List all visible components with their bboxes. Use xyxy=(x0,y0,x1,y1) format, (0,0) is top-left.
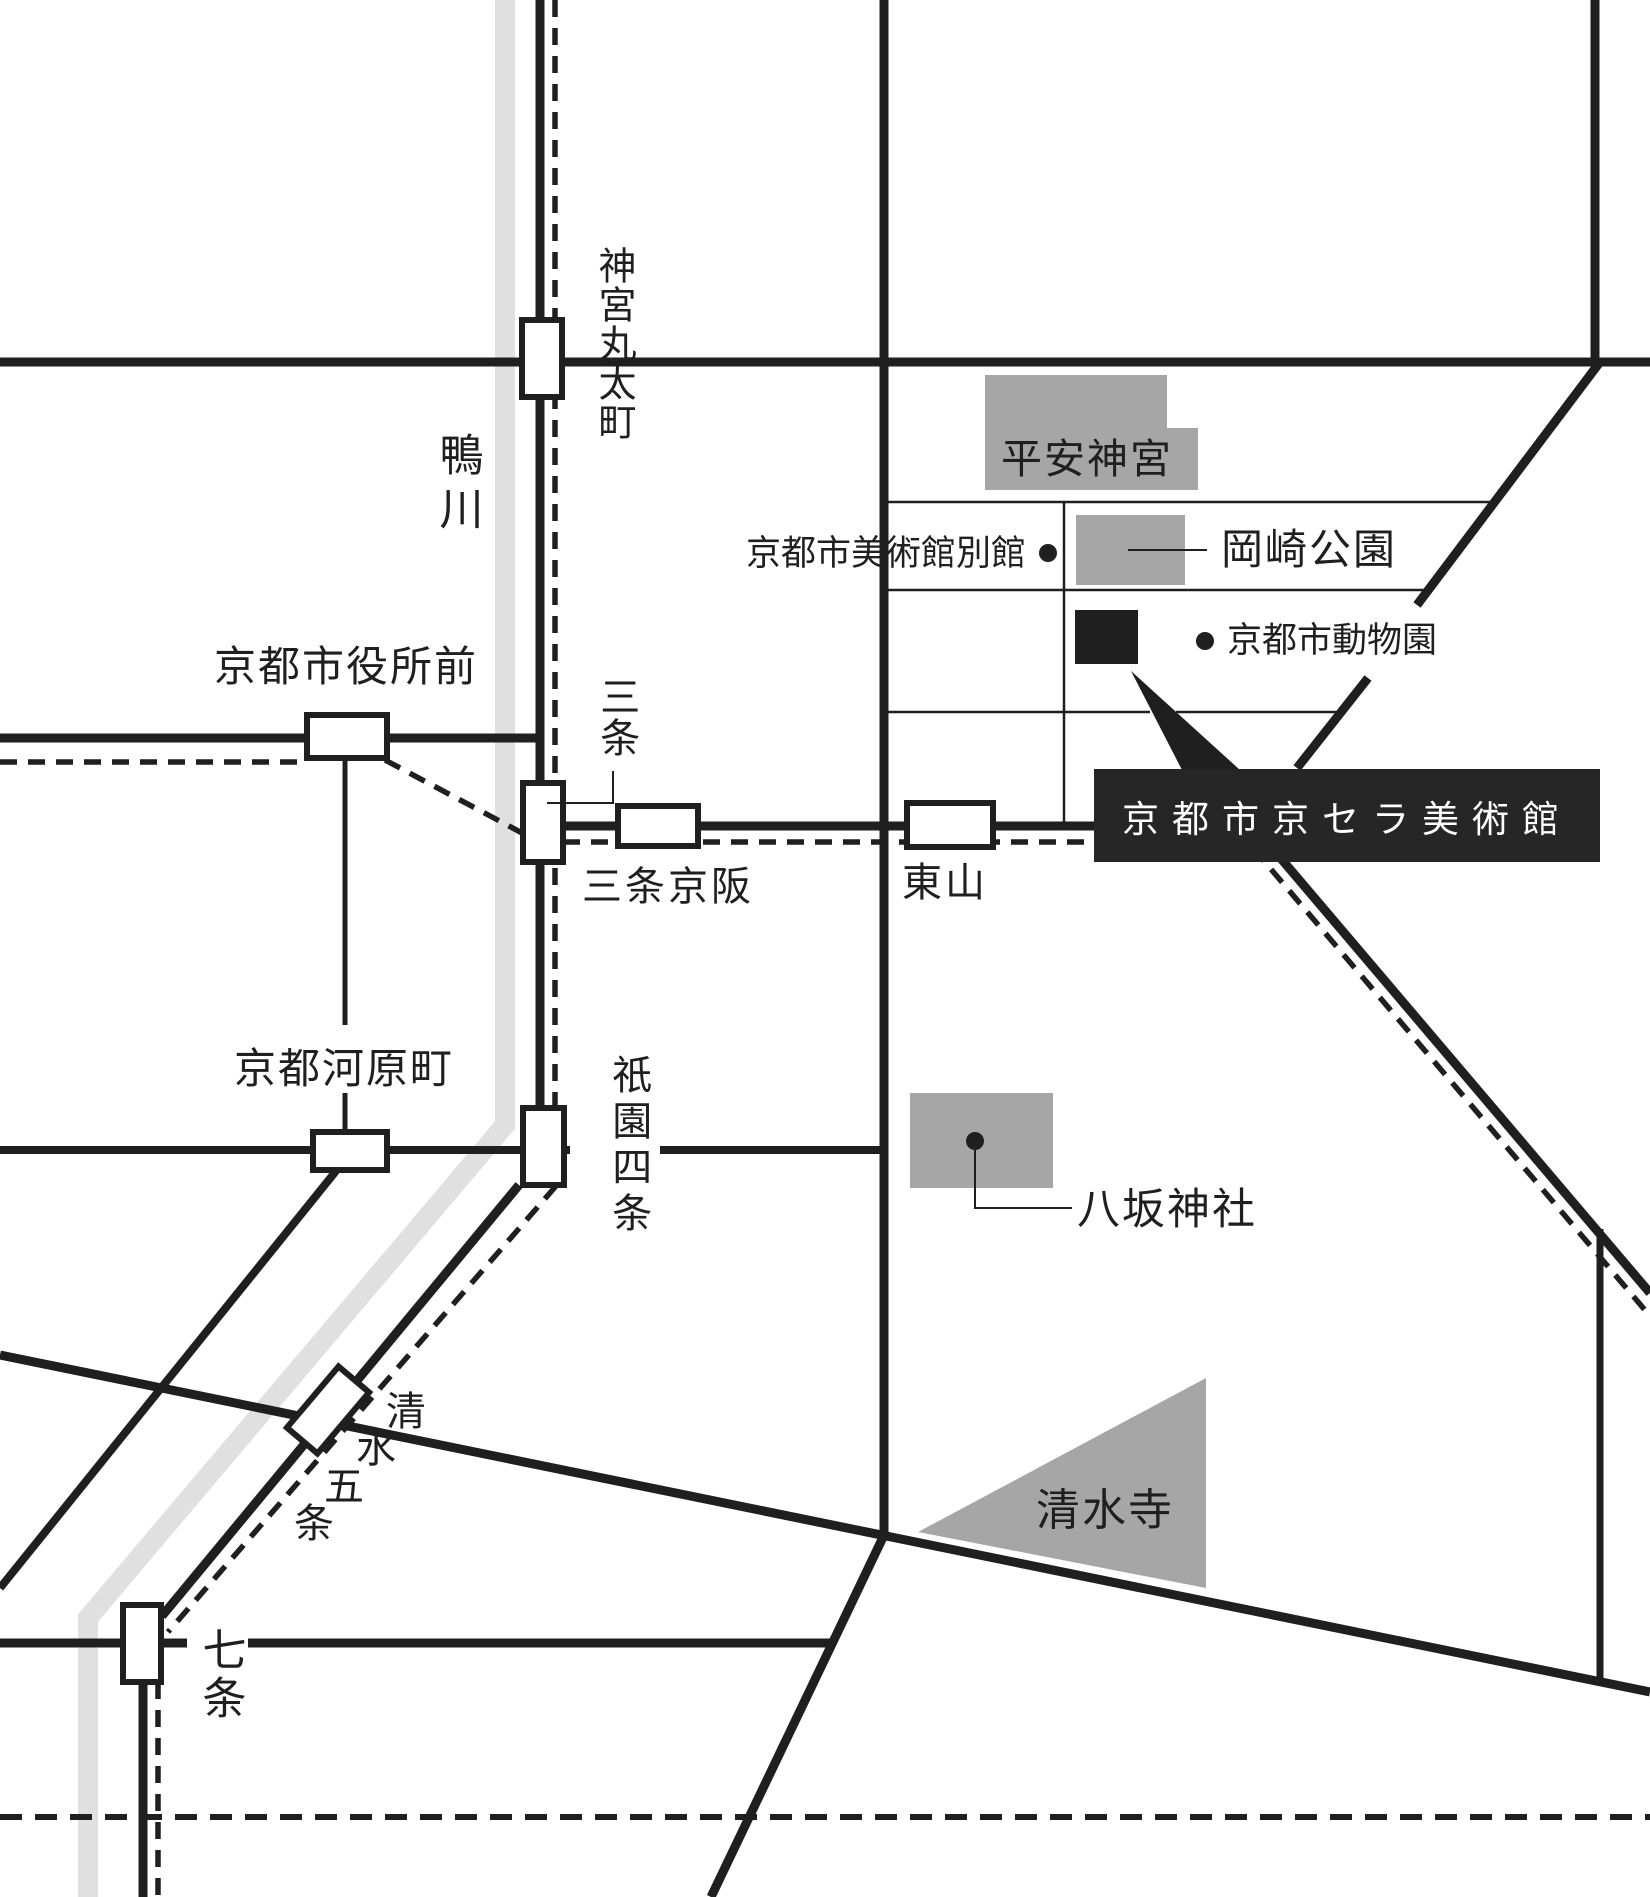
station-label-kiyomizu-gojo-char4: 条 xyxy=(294,1501,334,1547)
station-label-kiyomizu-gojo-char1: 清 xyxy=(386,1389,426,1435)
station-label-kiyomizu-gojo-char2: 水 xyxy=(356,1426,396,1472)
kiyomizu-dera-area xyxy=(918,1378,1206,1588)
sanjo-label-connector xyxy=(547,771,614,804)
kamo-river-label: 鴨川 xyxy=(431,432,483,540)
station-label-kyoto-shiyakusho-mae: 京都市役所前 xyxy=(214,642,479,691)
heian-jingu-area xyxy=(985,375,1167,490)
station-label-kiyomizu-gojo-char3: 五 xyxy=(324,1464,364,1510)
station-label-shichijo: 七条 xyxy=(194,1627,246,1723)
road-diagonal-northeast-lower xyxy=(1293,675,1372,771)
yasaka-label-connector xyxy=(974,1150,1072,1209)
heian-jingu-label: 平安神宮 xyxy=(1001,435,1173,483)
station-label-sanjo: 三条 xyxy=(593,676,640,758)
road-sanjo-dori-diagonal xyxy=(1251,825,1650,1296)
road-diagonal-southwest xyxy=(706,1529,891,1897)
road-gojo-dori xyxy=(0,1350,1650,1697)
road-diagonal-northeast-upper xyxy=(1413,359,1604,608)
kamo-river-band xyxy=(78,0,515,1897)
yasaka-shrine-label: 八坂神社 xyxy=(1077,1185,1257,1235)
heian-jingu-area-ext xyxy=(1167,428,1198,490)
okazaki-park-label: 岡崎公園 xyxy=(1221,525,1398,574)
station-label-higashiyama: 東山 xyxy=(902,860,988,906)
callout-pointer xyxy=(1131,671,1240,770)
station-label-kyoto-kawaramachi: 京都河原町 xyxy=(234,1044,455,1093)
road-kawaramachi-diagonal xyxy=(0,1168,340,1591)
station-higashiyama xyxy=(904,800,996,850)
kyocera-museum-callout: 京都市京セラ美術館 xyxy=(1094,769,1600,862)
rail-tozai-southeast xyxy=(1250,846,1650,1318)
kyoto-zoo-label: 京都市動物園 xyxy=(1227,621,1438,661)
station-label-gion-shijo: 祇園四条 xyxy=(605,1054,652,1238)
annex-dot xyxy=(1039,544,1057,562)
station-sanjo-keihan xyxy=(615,803,701,849)
yasaka-dot xyxy=(966,1132,984,1150)
station-kyoto-kawaramachi xyxy=(310,1129,390,1173)
kyocera-museum-callout-label: 京都市京セラ美術館 xyxy=(1122,797,1572,841)
art-museum-annex-label: 京都市美術館別館 xyxy=(746,534,1027,574)
station-label-jingu-marutamachi: 神宮丸太町 xyxy=(592,246,637,441)
rail-keihan-diagonal xyxy=(165,1184,559,1634)
station-jingu-marutamachi xyxy=(519,317,565,400)
station-gion-shijo xyxy=(520,1105,567,1188)
kyocera-museum-marker xyxy=(1075,610,1138,664)
kiyomizu-dera-label: 清水寺 xyxy=(1036,1485,1174,1536)
station-kiyomizu-gojo xyxy=(282,1362,374,1458)
station-sanjo xyxy=(520,780,566,865)
station-kyoto-shiyakusho-mae xyxy=(304,712,390,761)
station-label-sanjo-keihan: 三条京阪 xyxy=(582,864,754,910)
zoo-dot xyxy=(1196,632,1214,650)
station-shichijo xyxy=(120,1602,164,1685)
